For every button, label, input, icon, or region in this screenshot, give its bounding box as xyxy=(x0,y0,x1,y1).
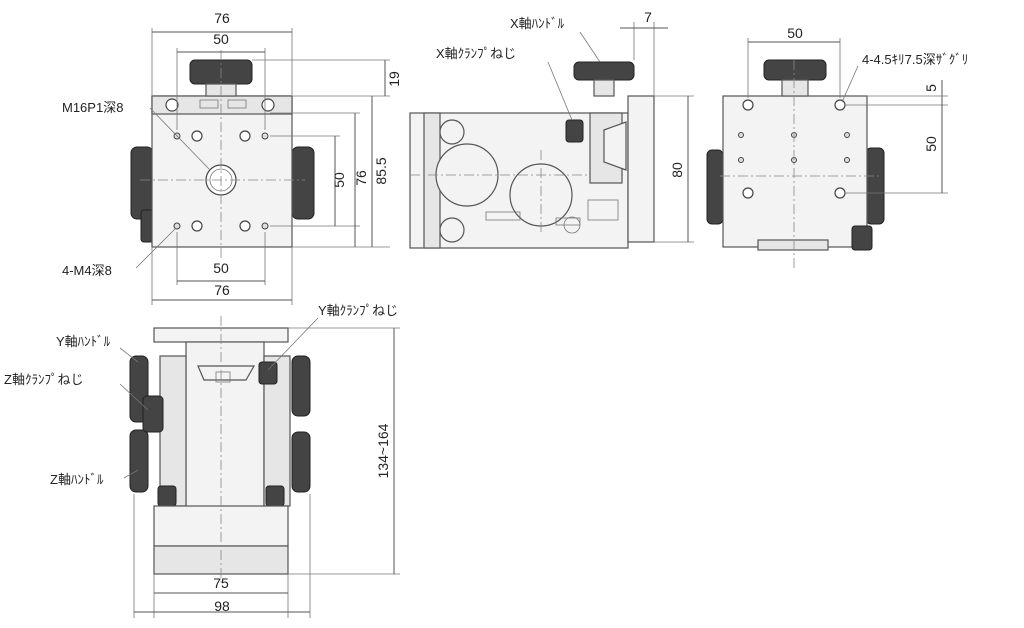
elevation-view: 134~164 75 98 Y軸ｸﾗﾝﾌﾟねじ Y軸ﾊﾝﾄﾞﾙ Z軸ｸﾗﾝﾌﾟね… xyxy=(4,303,400,618)
tap-hole xyxy=(191,130,203,142)
y-clamp-knob xyxy=(258,361,278,385)
x-handle-shaft xyxy=(593,79,615,97)
callout-x-clamp: X軸ｸﾗﾝﾌﾟねじ xyxy=(436,46,516,61)
tap-hole xyxy=(239,220,251,232)
callout-x-handle: X軸ﾊﾝﾄﾞﾙ xyxy=(510,16,565,31)
right-view-body xyxy=(722,95,868,248)
callout-counterbore: 4-4.5ｷﾘ7.5深ｻﾞｸﾞﾘ xyxy=(862,52,968,67)
side-small-wheel xyxy=(439,119,465,145)
side-view: 7 80 X軸ﾊﾝﾄﾞﾙ X軸ｸﾗﾝﾌﾟねじ xyxy=(409,9,694,249)
dim-bottom-total-width: 98 xyxy=(214,598,230,614)
callout-mount-taps: 4-M4深8 xyxy=(62,263,112,278)
front-view: 76 50 19 85.5 76 50 50 76 M16P1深8 4-M4深 xyxy=(62,10,402,305)
right-view-left-knob xyxy=(706,149,724,225)
side-plate xyxy=(627,95,655,243)
right-upper-knob xyxy=(291,355,311,417)
dim-front-height-85-5: 85.5 xyxy=(373,157,389,184)
side-small-wheel xyxy=(439,217,465,243)
elevation-left-guide xyxy=(159,355,187,507)
right-view-top-knob xyxy=(763,59,827,81)
x-handle-knob xyxy=(573,61,635,81)
dim-right-offset-5: 5 xyxy=(923,84,939,92)
dim-bottom-inner-width: 75 xyxy=(213,575,229,591)
dim-bottom-height-range: 134~164 xyxy=(375,423,391,478)
tap-hole xyxy=(239,130,251,142)
counterbore-hole xyxy=(165,98,179,112)
right-knob xyxy=(291,146,315,220)
dim-front-height-19: 19 xyxy=(386,71,402,87)
counterbore-hole xyxy=(742,99,754,111)
tap-hole xyxy=(261,132,269,140)
z-handle-knob xyxy=(129,429,149,493)
counterbore-hole xyxy=(742,187,754,199)
tap-hole xyxy=(173,222,181,230)
z-clamp-knob xyxy=(142,395,164,433)
dim-side-clearance-7: 7 xyxy=(644,9,652,25)
callout-y-handle: Y軸ﾊﾝﾄﾞﾙ xyxy=(56,334,111,349)
callout-z-clamp: Z軸ｸﾗﾝﾌﾟねじ xyxy=(4,372,83,387)
dim-side-height-80: 80 xyxy=(669,162,685,178)
counterbore-hole xyxy=(261,98,275,112)
callout-center-tap: M16P1深8 xyxy=(62,100,123,115)
tap-hole xyxy=(191,220,203,232)
right-lower-knob xyxy=(291,431,311,493)
right-view-right-knob xyxy=(865,147,885,225)
dim-right-height-50: 50 xyxy=(923,136,939,152)
dim-front-inner-width: 50 xyxy=(213,31,229,47)
right-view: 50 5 50 4-4.5ｷﾘ7.5深ｻﾞｸﾞﾘ xyxy=(706,25,968,270)
x-wedge xyxy=(603,121,627,171)
counterbore-hole xyxy=(834,99,846,111)
lower-clamp-knob xyxy=(265,485,285,507)
tap-hole xyxy=(261,222,269,230)
dim-front-height-50: 50 xyxy=(331,172,347,188)
left-knob xyxy=(130,146,154,220)
dim-front-bottom-inner: 50 xyxy=(213,260,229,276)
dim-front-height-76: 76 xyxy=(353,170,369,186)
elevation-wedge xyxy=(197,365,256,381)
x-clamp-knob xyxy=(565,119,584,143)
right-view-base xyxy=(757,239,829,251)
dim-front-top-width: 76 xyxy=(214,10,230,26)
callout-z-handle: Z軸ﾊﾝﾄﾞﾙ xyxy=(50,472,104,487)
right-view-lower-knob xyxy=(851,225,873,251)
callout-y-clamp: Y軸ｸﾗﾝﾌﾟねじ xyxy=(318,303,398,318)
lower-clamp-knob xyxy=(157,485,177,507)
dim-front-bottom-width: 76 xyxy=(214,282,230,298)
dim-right-top-width: 50 xyxy=(787,25,803,41)
counterbore-hole xyxy=(834,187,846,199)
right-view-shaft xyxy=(781,79,809,97)
